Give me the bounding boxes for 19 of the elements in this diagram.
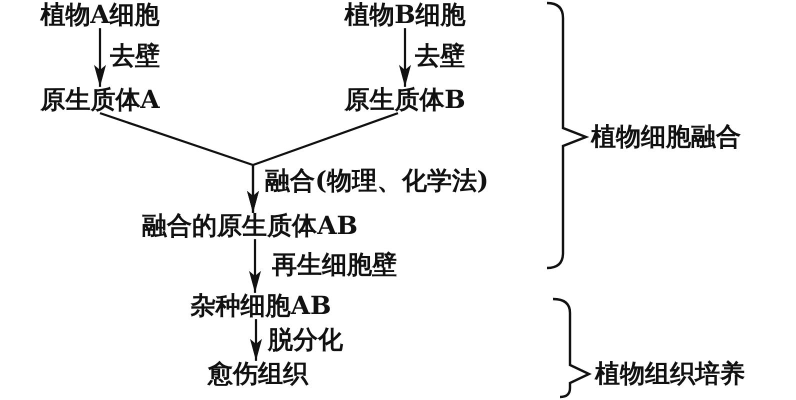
stage-label: 植物B细胞 [344, 2, 466, 28]
stage-label: 杂种细胞AB [190, 292, 332, 320]
stage-label: 愈伤组织 [208, 360, 308, 388]
edge-label: 去壁 [415, 42, 465, 70]
stage-label: 原生质体B [344, 86, 466, 114]
arrow [94, 28, 106, 87]
arrow [247, 112, 398, 213]
stage-label: 融合的原生质体AB [142, 212, 358, 240]
brace-label: 植物组织培养 [595, 360, 745, 388]
edge-label: 脱分化 [268, 326, 343, 354]
arrow [249, 239, 261, 293]
stage-label: 植物A细胞 [40, 2, 160, 28]
edge-label: 再生细胞壁 [272, 252, 397, 278]
edge-label: 去壁 [110, 42, 160, 70]
arrow [399, 28, 411, 87]
brace-label: 植物细胞融合 [591, 124, 741, 150]
edge-label: 融合(物理、化学法) [265, 168, 489, 194]
arrow [250, 319, 262, 361]
stage-label: 原生质体A [40, 86, 160, 114]
